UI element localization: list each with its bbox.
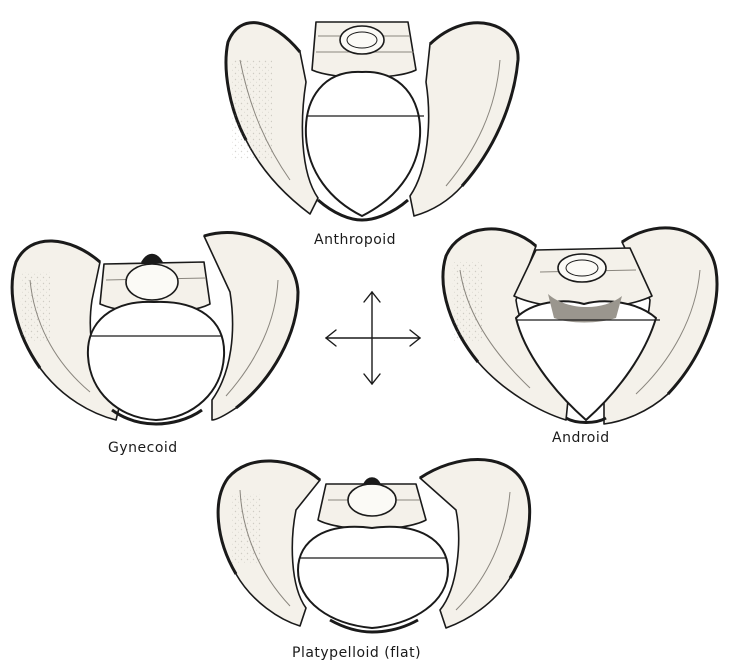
platypelloid-shading	[232, 494, 262, 564]
android-pelvis	[443, 228, 717, 424]
four-way-arrow-icon	[326, 292, 420, 384]
anthropoid-shading	[232, 60, 272, 160]
android-shading	[452, 262, 482, 342]
label-anthropoid: Anthropoid	[314, 232, 396, 248]
label-gynecoid: Gynecoid	[108, 440, 178, 456]
gynecoid-pelvis	[12, 233, 298, 424]
label-platypelloid: Platypelloid (flat)	[292, 645, 421, 661]
platypelloid-pelvis	[218, 460, 530, 633]
label-android: Android	[552, 430, 610, 446]
gynecoid-shading	[20, 272, 50, 342]
